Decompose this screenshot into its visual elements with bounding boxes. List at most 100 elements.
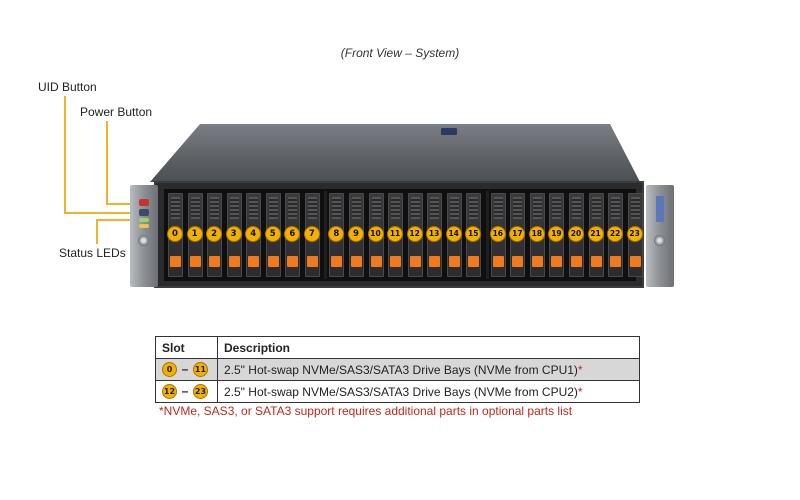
- drive-vent: [469, 197, 479, 219]
- drive-vent: [371, 197, 381, 219]
- slot-header: Slot: [155, 336, 218, 359]
- drive-vent: [210, 197, 220, 219]
- drive-bay-number: 6: [284, 226, 301, 242]
- table-row: 0–11 2.5" Hot-swap NVMe/SAS3/SATA3 Drive…: [155, 358, 640, 381]
- cover-latch: [441, 128, 457, 135]
- drive-release-tab[interactable]: [629, 256, 641, 267]
- table-row: 12–23 2.5" Hot-swap NVMe/SAS3/SATA3 Driv…: [155, 380, 640, 403]
- drive-vent: [288, 197, 298, 219]
- drive-bay-number: 23: [626, 226, 643, 242]
- drive-vent: [351, 197, 361, 219]
- uid-button-label: UID Button: [38, 80, 97, 94]
- drive-vent: [552, 197, 562, 219]
- footnote: *NVMe, SAS3, or SATA3 support requires a…: [159, 404, 573, 418]
- figure-title: (Front View – System): [340, 46, 460, 60]
- thumb-screw-icon[interactable]: [138, 235, 149, 246]
- footnote-mark: *: [577, 384, 583, 399]
- drive-vent: [430, 197, 440, 219]
- status-leader-vertical: [96, 219, 98, 244]
- drive-release-tab[interactable]: [248, 256, 260, 267]
- drive-release-tab[interactable]: [390, 256, 402, 267]
- drive-bay-number: 2: [206, 226, 223, 242]
- drive-release-tab[interactable]: [267, 256, 279, 267]
- drive-release-tab[interactable]: [370, 256, 382, 267]
- slot-badge: 23: [193, 384, 208, 400]
- drive-vent: [307, 197, 317, 219]
- power-button-label: Power Button: [80, 105, 153, 119]
- drive-bay-number: 10: [367, 226, 384, 242]
- drive-release-tab[interactable]: [189, 256, 201, 267]
- uid-leader-vertical: [64, 96, 66, 213]
- drive-vent: [532, 197, 542, 219]
- drive-bay-number: 3: [225, 226, 242, 242]
- slot-badge: 11: [193, 362, 208, 378]
- drive-bay-number: 8: [328, 226, 345, 242]
- table-header-row: Slot Description: [155, 336, 640, 359]
- drive-group-divider: [324, 191, 328, 279]
- drive-release-tab[interactable]: [610, 256, 622, 267]
- uid-button[interactable]: [139, 209, 149, 216]
- drive-release-tab[interactable]: [350, 256, 362, 267]
- thumb-screw-icon[interactable]: [654, 235, 665, 246]
- slot-badge: 12: [162, 384, 177, 400]
- drive-vent: [391, 197, 401, 219]
- drive-release-tab[interactable]: [571, 256, 582, 267]
- drive-release-tab[interactable]: [287, 256, 299, 267]
- drive-bay-number: 17: [509, 226, 526, 242]
- footnote-mark: *: [577, 362, 583, 377]
- status-led: [139, 224, 149, 228]
- drive-release-tab[interactable]: [209, 256, 221, 267]
- drive-release-tab[interactable]: [429, 256, 441, 267]
- drive-vent: [410, 197, 420, 219]
- drive-vent: [513, 197, 523, 219]
- drive-vent: [249, 197, 259, 219]
- drive-release-tab[interactable]: [409, 256, 421, 267]
- drive-bay-number: 20: [568, 226, 584, 242]
- drive-bay-number: 22: [607, 226, 624, 242]
- drive-group-divider: [485, 191, 489, 279]
- slot-table: Slot Description 0–11 2.5" Hot-swap NVMe…: [155, 336, 640, 403]
- drive-release-tab[interactable]: [170, 256, 181, 267]
- drive-bay-number: 18: [528, 226, 545, 242]
- drive-bay-number: 0: [167, 226, 183, 242]
- uid-leader-horizontal: [64, 212, 136, 214]
- drive-vent: [572, 197, 581, 219]
- description-cell: 2.5" Hot-swap NVMe/SAS3/SATA3 Drive Bays…: [217, 358, 640, 381]
- drive-release-tab[interactable]: [228, 256, 240, 267]
- status-led: [139, 218, 149, 222]
- drive-release-tab[interactable]: [448, 256, 460, 267]
- power-button[interactable]: [139, 199, 149, 206]
- drive-bay-number: 4: [245, 226, 262, 242]
- drive-bay-number: 15: [465, 226, 482, 242]
- left-rack-ear: [130, 185, 158, 287]
- slot-range-cell: 12–23: [155, 380, 218, 403]
- drive-release-tab[interactable]: [468, 256, 480, 267]
- drive-release-tab[interactable]: [492, 256, 504, 267]
- drive-bay-number: 7: [303, 226, 320, 242]
- drive-vent: [449, 197, 459, 219]
- chassis-top-cover: [150, 124, 640, 182]
- power-leader-vertical: [106, 121, 108, 204]
- drive-vent: [229, 197, 239, 219]
- description-text: 2.5" Hot-swap NVMe/SAS3/SATA3 Drive Bays…: [224, 384, 578, 399]
- drive-release-tab[interactable]: [590, 256, 602, 267]
- drive-vent: [630, 197, 640, 219]
- drive-bay-number: 11: [387, 226, 404, 242]
- range-dash: –: [181, 361, 189, 376]
- range-dash: –: [181, 383, 189, 398]
- drive-bay-number: 16: [489, 226, 506, 242]
- power-leader-horizontal: [106, 203, 136, 205]
- drive-release-tab[interactable]: [512, 256, 524, 267]
- drive-vent: [611, 197, 621, 219]
- drive-bay-number: 13: [426, 226, 443, 242]
- drive-release-tab[interactable]: [531, 256, 543, 267]
- drive-release-tab[interactable]: [306, 256, 318, 267]
- drive-bay-number: 21: [587, 226, 604, 242]
- slot-range-cell: 0–11: [155, 358, 218, 381]
- description-cell: 2.5" Hot-swap NVMe/SAS3/SATA3 Drive Bays…: [217, 380, 640, 403]
- drive-release-tab[interactable]: [551, 256, 563, 267]
- drive-bay-number: 19: [548, 226, 565, 242]
- drive-vent: [332, 197, 342, 219]
- drive-release-tab[interactable]: [331, 256, 343, 267]
